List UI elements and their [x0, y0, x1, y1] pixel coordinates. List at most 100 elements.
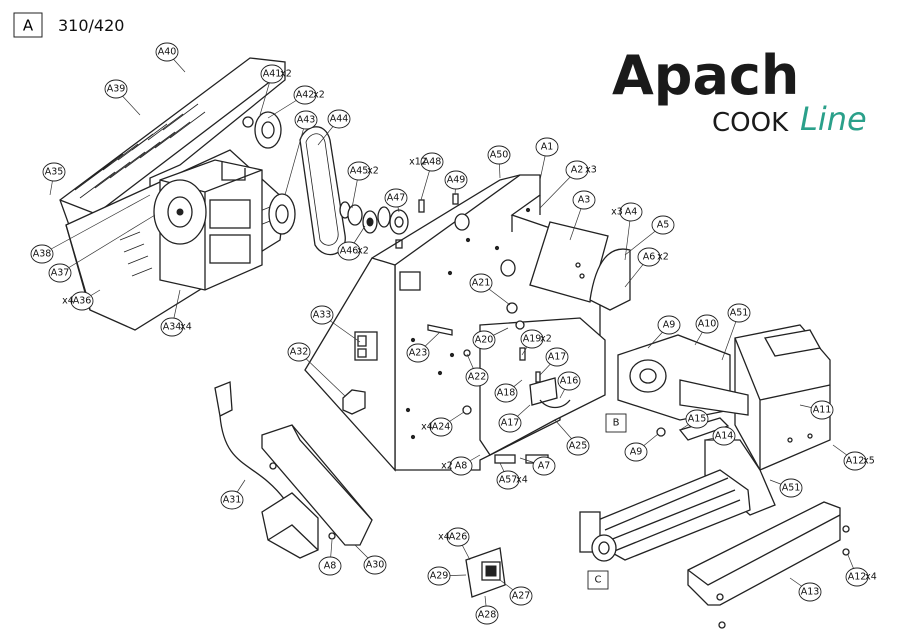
view-c-label: C — [595, 575, 602, 586]
callout-bubble — [532, 456, 556, 476]
part-number: A50 — [490, 150, 509, 161]
callout-bubble — [651, 215, 675, 235]
part-number: A31 — [223, 495, 242, 506]
callout-bubble — [810, 400, 834, 420]
part-number: A34 — [163, 322, 182, 333]
view-letter-box: A — [13, 12, 43, 38]
part-number: A39 — [107, 84, 126, 95]
part-number: A16 — [560, 376, 579, 387]
callout-bubble — [469, 273, 493, 293]
part-number: A23 — [409, 348, 428, 359]
callout-bubble — [427, 566, 451, 586]
callout-bubble — [572, 190, 596, 210]
callout-bubble — [845, 567, 869, 587]
part-number: A17 — [501, 418, 520, 429]
model-number: 310/420 — [58, 16, 124, 35]
part-number: A8 — [455, 461, 468, 472]
part-number: A15 — [688, 414, 707, 425]
part-number: A41 — [263, 69, 282, 80]
part-quantity: x2 — [441, 461, 453, 472]
part-number: A12 — [846, 456, 865, 467]
part-callout-a1: A1 — [535, 137, 559, 157]
callout-bubble — [406, 343, 430, 363]
view-letter: A — [23, 17, 34, 35]
part-callout-a10: A10 — [695, 314, 719, 334]
part-callout-a13: A13 — [798, 582, 822, 602]
part-number: A13 — [801, 587, 820, 598]
part-number: A8 — [324, 561, 337, 572]
part-callout-a9: A9 — [624, 442, 648, 462]
callout-bubble — [557, 371, 581, 391]
part-quantity: x4 — [180, 322, 192, 333]
part-number: A3 — [578, 195, 591, 206]
part-quantity: x4 — [516, 475, 528, 486]
leader-line — [59, 214, 156, 274]
bearing-parts-drawing — [339, 193, 459, 249]
callout-bubble — [712, 426, 736, 446]
part-callout-a47: A47 — [384, 188, 408, 208]
part-number: A18 — [497, 388, 516, 399]
part-callout-a39: A39 — [104, 79, 128, 99]
callout-bubble — [520, 329, 544, 349]
part-callout-a15: A15 — [685, 409, 709, 429]
part-quantity: x2 — [313, 90, 325, 101]
part-quantity: x4 — [438, 532, 450, 543]
part-number: A12 — [848, 572, 867, 583]
callout-bubble — [287, 342, 311, 362]
part-callout-a20: A20 — [472, 330, 496, 350]
part-callout-a30: A30 — [363, 555, 387, 575]
part-number: A51 — [730, 308, 749, 319]
part-number: A6 — [643, 252, 656, 263]
part-number: A26 — [449, 532, 468, 543]
part-number: A9 — [663, 320, 676, 331]
part-number: A42 — [296, 90, 315, 101]
part-number: A14 — [715, 431, 734, 442]
switch-drawing — [465, 547, 506, 598]
part-callout-a25: A25 — [566, 436, 590, 456]
brand-line-script: Line — [800, 100, 867, 138]
callout-bubble — [318, 556, 342, 576]
part-callout-a44: A44 — [327, 109, 351, 129]
callout-bubble — [509, 586, 533, 606]
part-number: A40 — [158, 47, 177, 58]
part-callout-a37: A37 — [48, 263, 72, 283]
part-callout-a16: A16 — [557, 371, 581, 391]
part-callout-a38: A38 — [30, 244, 54, 264]
part-number: A48 — [423, 157, 442, 168]
callout-bubble — [155, 42, 179, 62]
part-number: A57 — [499, 475, 518, 486]
part-callout-a23: A23 — [406, 343, 430, 363]
foot-pedal-drawing — [214, 381, 319, 559]
part-number: A37 — [51, 268, 70, 279]
view-box-c: C — [587, 570, 609, 590]
part-callout-a11: A11 — [810, 400, 834, 420]
callout-bubble — [420, 152, 444, 172]
callout-bubble — [487, 145, 511, 165]
callout-bubble — [30, 244, 54, 264]
part-quantity: x3 — [611, 207, 623, 218]
part-number: A25 — [569, 441, 588, 452]
part-number: A32 — [290, 347, 309, 358]
part-callout-a40: A40 — [155, 42, 179, 62]
callout-bubble — [260, 64, 284, 84]
part-callout-a18: A18 — [494, 383, 518, 403]
part-number: A45 — [350, 166, 369, 177]
callout-bubble — [727, 303, 751, 323]
part-quantity: x2 — [540, 334, 552, 345]
part-callout-a50: A50 — [487, 145, 511, 165]
callout-bubble — [472, 330, 496, 350]
part-callout-a8: A8 — [318, 556, 342, 576]
part-callout-a3: A3 — [572, 190, 596, 210]
callout-bubble — [535, 137, 559, 157]
view-b-label: B — [613, 418, 620, 429]
part-callout-a33: A33 — [310, 305, 334, 325]
part-number: A2 — [571, 165, 584, 176]
part-callout-a51: A51 — [727, 303, 751, 323]
